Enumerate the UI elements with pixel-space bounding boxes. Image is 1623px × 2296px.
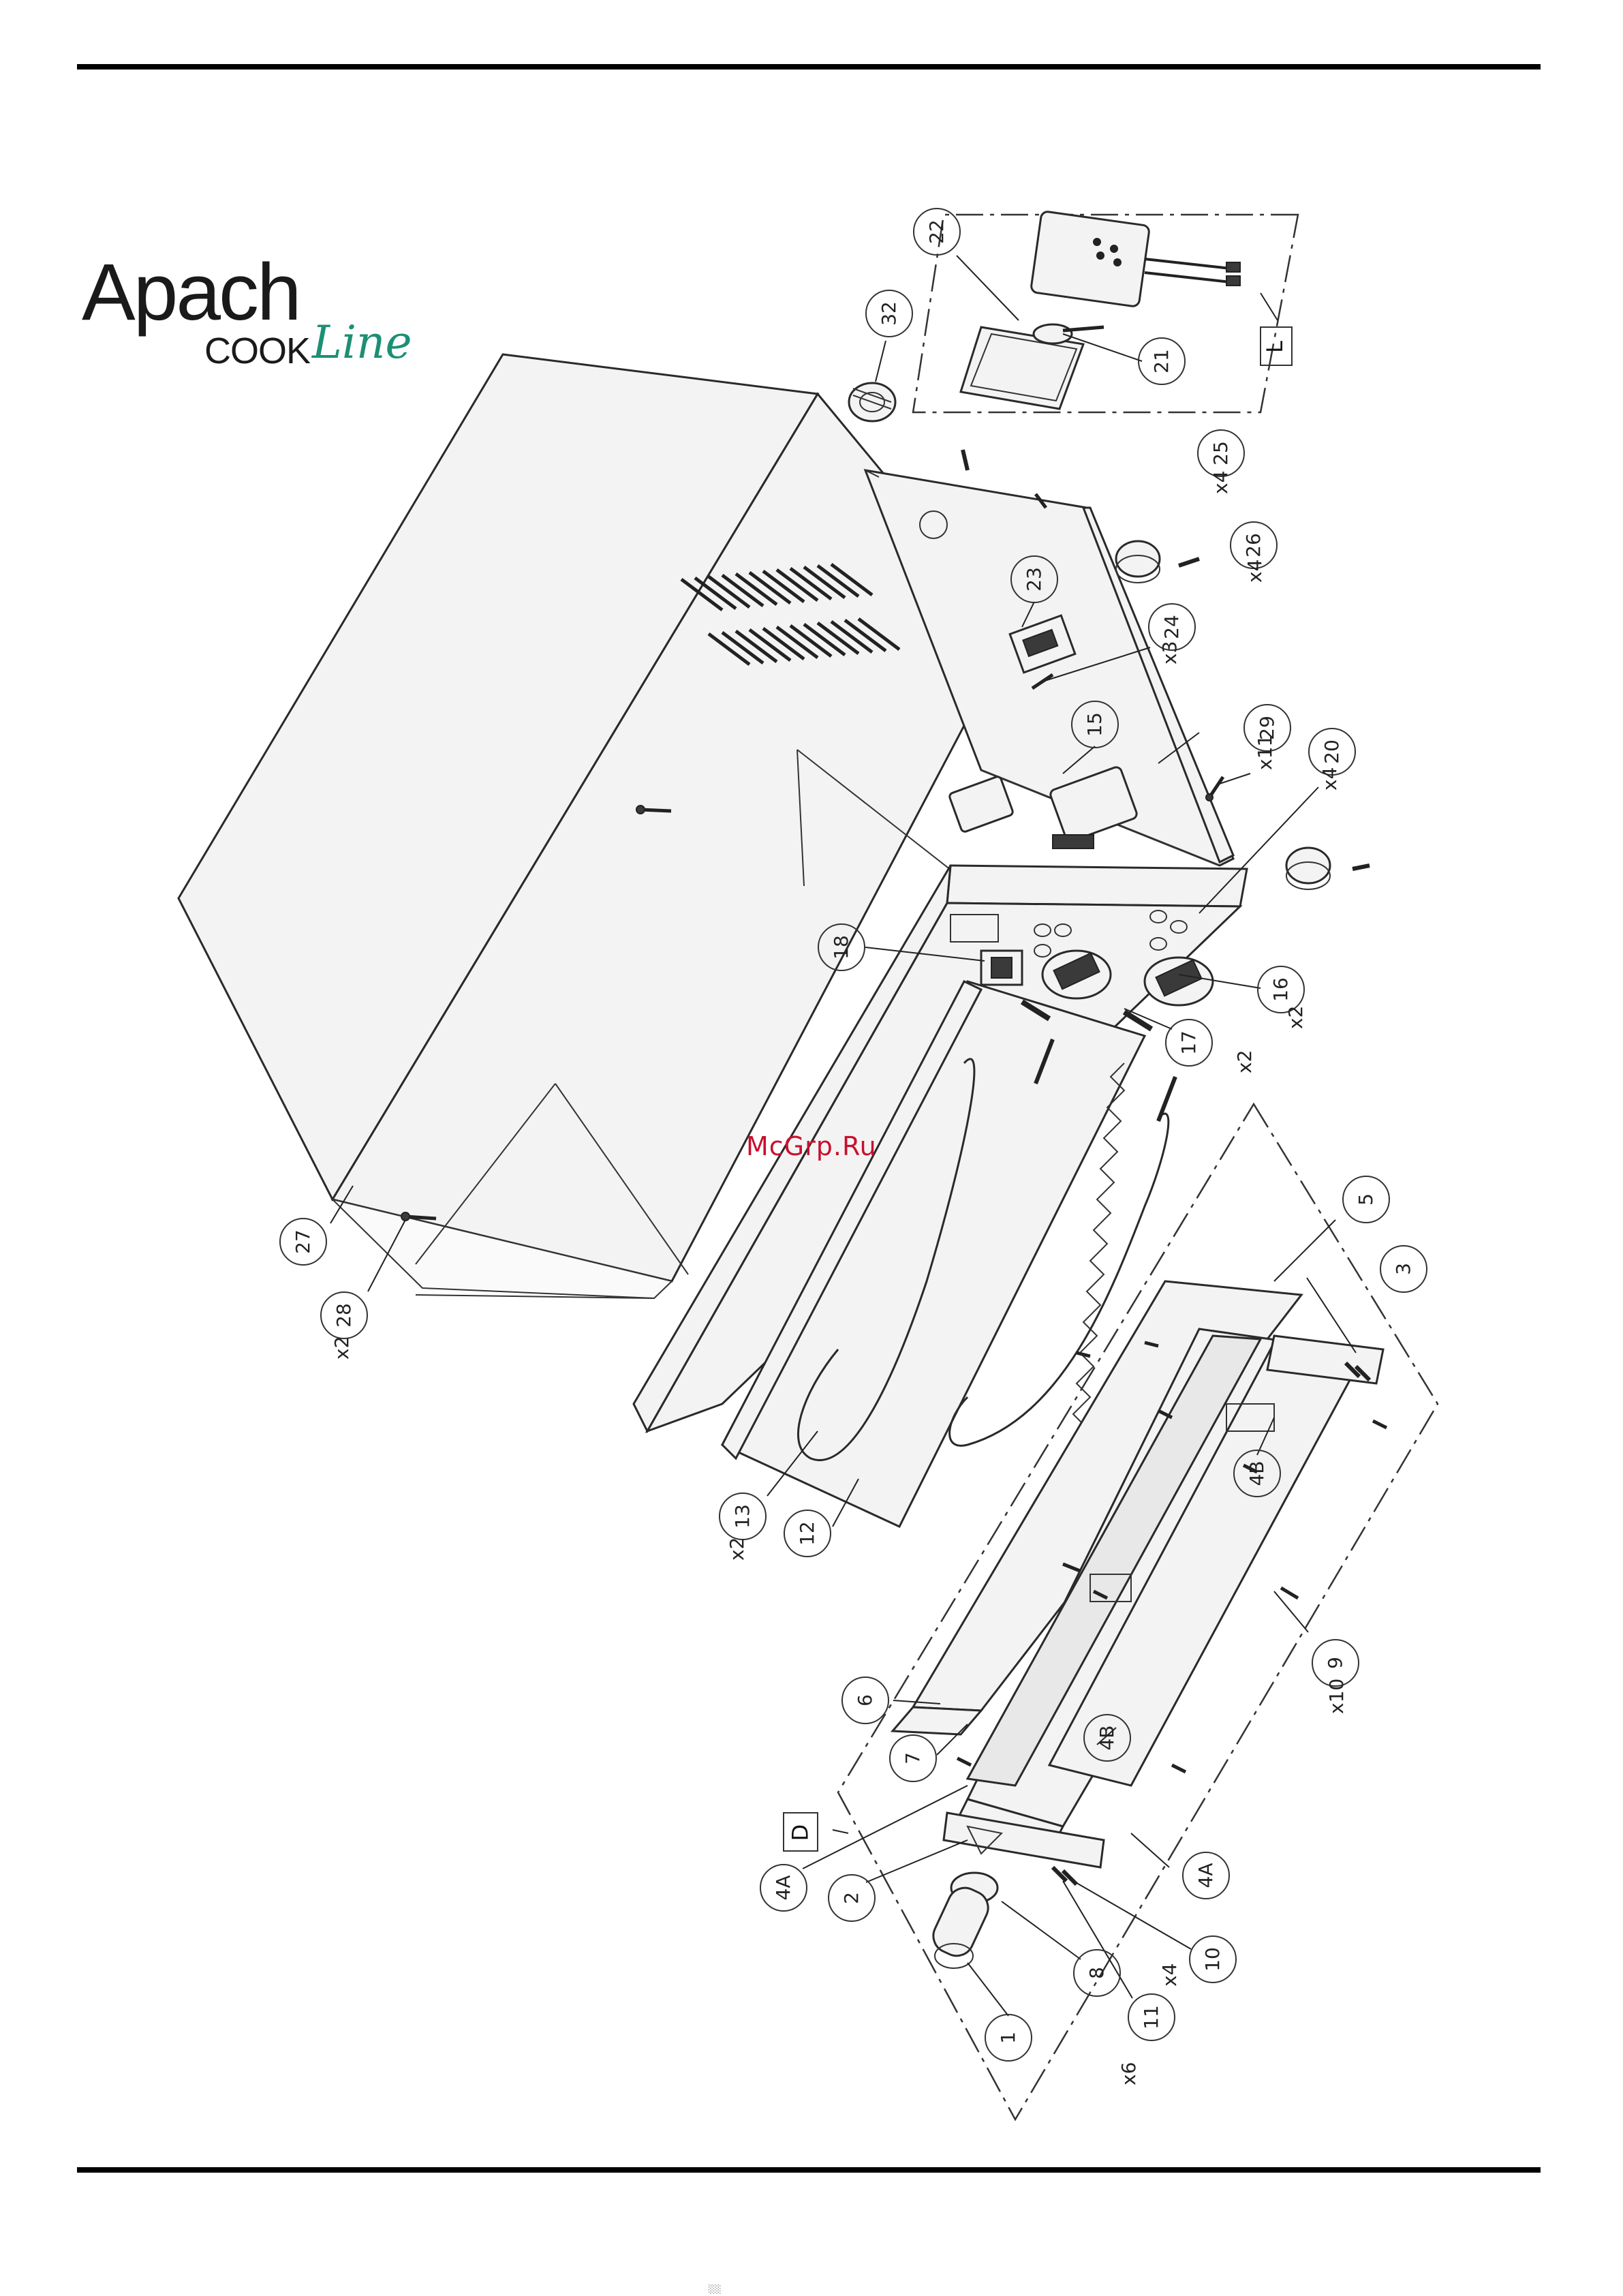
qty-29: x11 bbox=[1254, 735, 1276, 770]
callout-25: 25 bbox=[1209, 438, 1233, 469]
callout-11: 11 bbox=[1139, 2002, 1164, 2033]
watermark: McGrp.Ru bbox=[746, 1131, 877, 1161]
callout-4a-left: 4A bbox=[771, 1872, 796, 1903]
callout-5: 5 bbox=[1354, 1184, 1378, 1215]
callout-1: 1 bbox=[996, 2022, 1021, 2053]
callout-17: 17 bbox=[1177, 1027, 1201, 1058]
callout-12: 12 bbox=[795, 1518, 820, 1549]
callout-15: 15 bbox=[1083, 709, 1107, 740]
callout-24: 24 bbox=[1160, 611, 1184, 643]
callout-22: 22 bbox=[925, 216, 949, 247]
callout-32: 32 bbox=[877, 298, 901, 329]
callout-23: 23 bbox=[1022, 564, 1047, 595]
qty-11: x6 bbox=[1117, 2062, 1140, 2085]
callout-20: 20 bbox=[1320, 736, 1344, 767]
qty-10: x4 bbox=[1158, 1963, 1181, 1987]
callout-4b-top: 4B bbox=[1245, 1458, 1269, 1489]
callout-3: 3 bbox=[1391, 1253, 1416, 1285]
callout-16: 16 bbox=[1269, 974, 1293, 1005]
detail-L bbox=[913, 211, 1298, 412]
knob-1 bbox=[928, 1873, 998, 1968]
detail-box-l-label: L bbox=[1262, 341, 1288, 353]
cable-gland-32 bbox=[849, 383, 895, 421]
callout-8: 8 bbox=[1085, 1957, 1109, 1989]
callout-6: 6 bbox=[853, 1685, 878, 1716]
callout-13: 13 bbox=[730, 1501, 755, 1532]
callout-4a-right: 4A bbox=[1194, 1860, 1218, 1891]
qty-13: x2 bbox=[726, 1537, 748, 1561]
callout-10: 10 bbox=[1201, 1944, 1225, 1975]
callout-28: 28 bbox=[332, 1300, 356, 1331]
callout-26: 26 bbox=[1241, 530, 1266, 561]
callout-9: 9 bbox=[1323, 1647, 1348, 1679]
switch-18 bbox=[981, 951, 1022, 985]
callout-21: 21 bbox=[1149, 346, 1174, 377]
footer-mark: ░░ bbox=[709, 2284, 721, 2294]
qty-20: x4 bbox=[1318, 767, 1341, 791]
callout-7: 7 bbox=[901, 1743, 925, 1774]
qty-28: x2 bbox=[330, 1336, 353, 1360]
callout-2: 2 bbox=[839, 1882, 864, 1914]
qty-25: x4 bbox=[1209, 471, 1232, 494]
qty-24: x3 bbox=[1158, 641, 1181, 664]
callout-27: 27 bbox=[291, 1226, 315, 1257]
qty-16: x2 bbox=[1284, 1006, 1307, 1029]
qty-17: x2 bbox=[1233, 1050, 1256, 1073]
callout-4b-bottom: 4B bbox=[1095, 1722, 1119, 1754]
screw-29 bbox=[1206, 777, 1223, 801]
qty-9: x10 bbox=[1325, 1679, 1348, 1714]
qty-26: x4 bbox=[1243, 560, 1266, 583]
callout-18: 18 bbox=[829, 932, 854, 963]
detail-box-d-label: D bbox=[787, 1824, 813, 1841]
